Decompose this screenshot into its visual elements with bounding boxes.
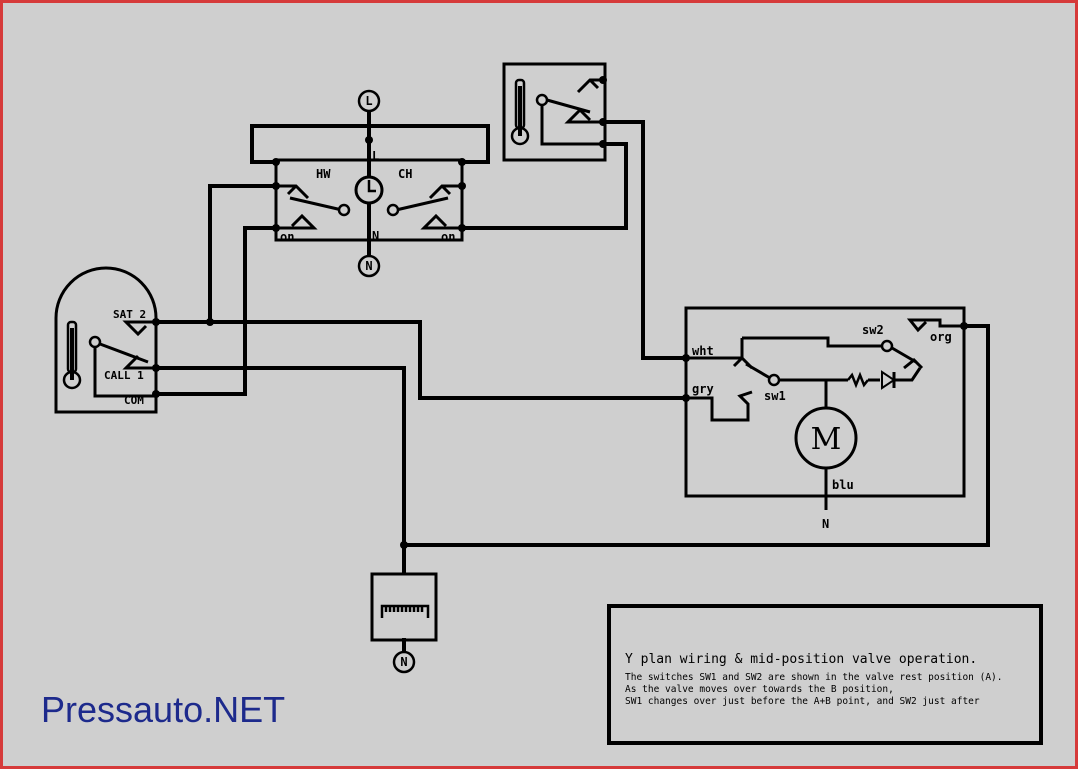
sw2-contact-top-icon xyxy=(906,318,964,333)
programmer-unit: L N L N HW CH on on xyxy=(250,89,490,278)
mid-position-valve: wht gry sw1 sw2 org M blu N xyxy=(682,306,968,531)
cyl-contact-top-icon xyxy=(576,78,603,94)
hw-on-label: on xyxy=(280,230,294,244)
cyl-switch-arm xyxy=(546,98,591,114)
sw2-contact-bottom-icon xyxy=(903,357,924,370)
valve-box xyxy=(684,306,966,498)
org-label: org xyxy=(930,330,952,344)
room-stat-body xyxy=(54,266,158,414)
room-common-wire xyxy=(93,347,156,398)
junction-dot xyxy=(400,541,408,549)
programmer-left-loop xyxy=(250,124,278,164)
diode-to-sw2-wire xyxy=(894,367,922,382)
sw1-label: sw1 xyxy=(764,389,786,403)
note-line-3: SW1 changes over just before the A+B poi… xyxy=(625,696,980,707)
junction-dot xyxy=(458,182,466,190)
sw2-label: sw2 xyxy=(862,323,884,337)
junction-dot xyxy=(272,158,280,166)
hw-switch-arm xyxy=(289,196,343,212)
wire-hwon-to-com xyxy=(154,226,278,396)
terminal-l-label: L xyxy=(365,94,372,108)
ch-contact-top-icon xyxy=(428,184,462,200)
ch-on-label: on xyxy=(441,230,455,244)
programmer-l-label: L xyxy=(372,149,379,163)
room-switch-arm xyxy=(99,342,149,364)
interconnect-wiring xyxy=(154,120,990,576)
explanation-note-box: Y plan wiring & mid-position valve opera… xyxy=(607,604,1043,745)
programmer-n-label: N xyxy=(372,229,379,243)
sat-label: SAT 2 xyxy=(113,308,146,321)
sw2-pivot xyxy=(880,339,894,353)
room-contact-bottom-icon xyxy=(122,354,156,370)
boiler-neutral-circle xyxy=(392,650,416,674)
boiler: N xyxy=(370,572,438,674)
junction-dot xyxy=(365,136,373,144)
room-thermostat: SAT 2 CALL 1 COM xyxy=(54,266,160,414)
sw1-contact-bottom-icon xyxy=(686,390,753,422)
room-contact-top-icon xyxy=(122,320,156,337)
blu-label: blu xyxy=(832,478,854,492)
terminal-n-label: N xyxy=(365,259,372,273)
wire-chon-to-cyl xyxy=(460,142,628,230)
sw2-arm xyxy=(891,346,917,364)
terminal-n-circle xyxy=(357,254,381,278)
motor-label: M xyxy=(811,422,842,457)
sw1-contact-top-icon xyxy=(686,356,754,370)
junction-dot xyxy=(458,158,466,166)
sw1-to-sw2-wire xyxy=(742,336,886,348)
com-label: COM xyxy=(124,394,144,407)
note-line-2: As the valve moves over towards the B po… xyxy=(625,684,894,695)
diode-icon xyxy=(881,370,896,390)
terminal-l-circle xyxy=(357,89,381,113)
note-line-1: The switches SW1 and SW2 are shown in th… xyxy=(625,672,1003,683)
wire-sat-to-gry xyxy=(154,320,688,400)
junction-dot xyxy=(206,318,214,326)
burner-icon xyxy=(380,604,430,618)
cyl-pivot xyxy=(535,93,549,107)
boiler-neutral-label: N xyxy=(400,655,407,669)
hw-contact-top-icon xyxy=(276,184,310,200)
sw1-arm xyxy=(745,362,771,380)
wire-call-to-org xyxy=(154,324,990,547)
hw-pivot xyxy=(337,203,351,217)
ch-contact-bottom-icon xyxy=(420,213,462,230)
ch-switch-arm xyxy=(395,196,449,212)
clock-hands-icon xyxy=(367,180,376,193)
wire-cyl-to-wht xyxy=(601,120,688,360)
note-title: Y plan wiring & mid-position valve opera… xyxy=(625,652,978,667)
wire-hw-to-sat xyxy=(208,184,278,324)
ch-label: CH xyxy=(398,167,412,181)
gry-label: gry xyxy=(692,382,714,396)
brand-watermark: Pressauto.NET xyxy=(41,689,286,730)
junction-dot xyxy=(599,76,607,84)
cyl-common-wire xyxy=(540,106,603,146)
cyl-contact-bottom-icon xyxy=(564,107,603,124)
wht-label: wht xyxy=(692,344,714,358)
room-pivot xyxy=(88,335,102,349)
sw1-to-motor-wire xyxy=(779,378,828,410)
resistor-icon xyxy=(847,371,869,389)
valve-neutral-label: N xyxy=(822,517,829,531)
sw1-pivot xyxy=(767,373,781,387)
cylinder-stat-box xyxy=(502,62,607,162)
hw-label: HW xyxy=(316,167,331,181)
hw-contact-bottom-icon xyxy=(276,213,318,230)
call-label: CALL 1 xyxy=(104,369,144,382)
ch-pivot xyxy=(386,203,400,217)
cylinder-thermostat xyxy=(502,62,607,162)
